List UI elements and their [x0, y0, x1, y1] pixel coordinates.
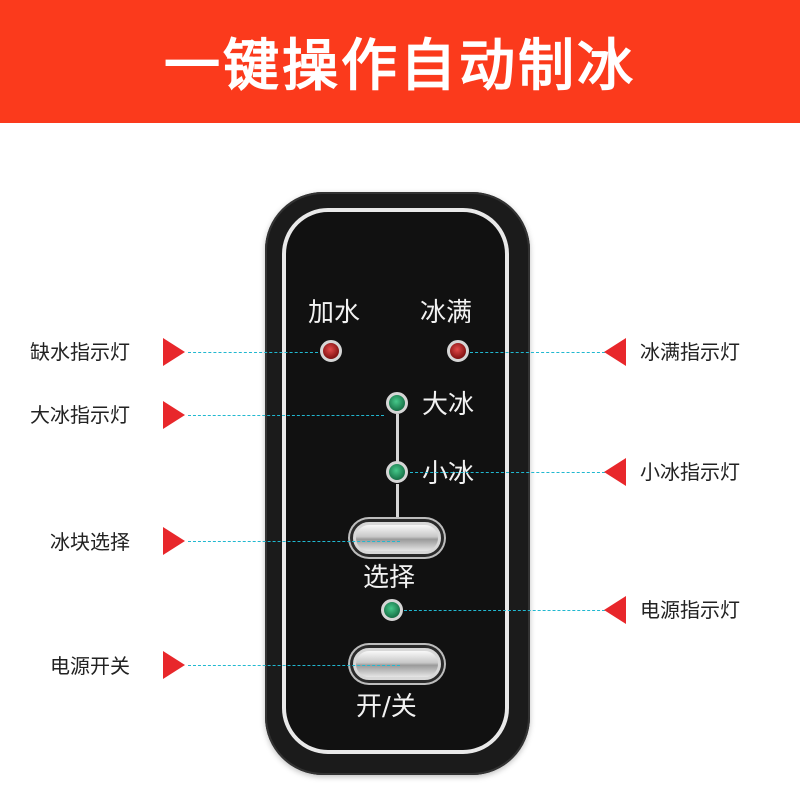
ice-full-label: 冰满: [420, 298, 473, 328]
leader-line: [410, 472, 605, 473]
callout-arrow-icon: [163, 401, 185, 429]
callout-low-water-light: 缺水指示灯: [30, 340, 130, 364]
select-label: 选择: [363, 563, 416, 593]
select-button[interactable]: [353, 522, 441, 554]
ice-full-led: [447, 340, 469, 362]
leader-line: [188, 415, 384, 416]
banner-title: 一键操作自动制冰: [164, 34, 636, 99]
large-ice-label: 大冰: [422, 390, 475, 420]
leader-line: [188, 352, 318, 353]
callout-arrow-icon: [163, 527, 185, 555]
title-banner: 一键操作自动制冰: [0, 0, 800, 123]
callout-ice-full-light: 冰满指示灯: [640, 340, 740, 364]
power-led: [381, 599, 403, 621]
callout-arrow-icon: [163, 338, 185, 366]
callout-arrow-icon: [604, 338, 626, 366]
leader-line: [188, 665, 400, 666]
callout-arrow-icon: [604, 458, 626, 486]
callout-ice-size-select: 冰块选择: [50, 530, 130, 554]
callout-arrow-icon: [604, 596, 626, 624]
small-ice-led: [386, 461, 408, 483]
large-ice-led: [386, 392, 408, 414]
leader-line: [188, 541, 400, 542]
power-label: 开/关: [356, 692, 417, 722]
indicator-connector-line: [396, 484, 399, 522]
small-ice-label: 小冰: [422, 459, 475, 489]
leader-line: [470, 352, 605, 353]
callout-arrow-icon: [163, 651, 185, 679]
add-water-label: 加水: [308, 298, 361, 328]
power-button[interactable]: [353, 648, 441, 680]
callout-power-light: 电源指示灯: [640, 598, 740, 622]
low-water-led: [320, 340, 342, 362]
callout-power-switch: 电源开关: [50, 654, 130, 678]
callout-large-ice-light: 大冰指示灯: [30, 403, 130, 427]
indicator-connector-line: [396, 414, 399, 462]
leader-line: [404, 610, 605, 611]
callout-small-ice-light: 小冰指示灯: [640, 460, 740, 484]
